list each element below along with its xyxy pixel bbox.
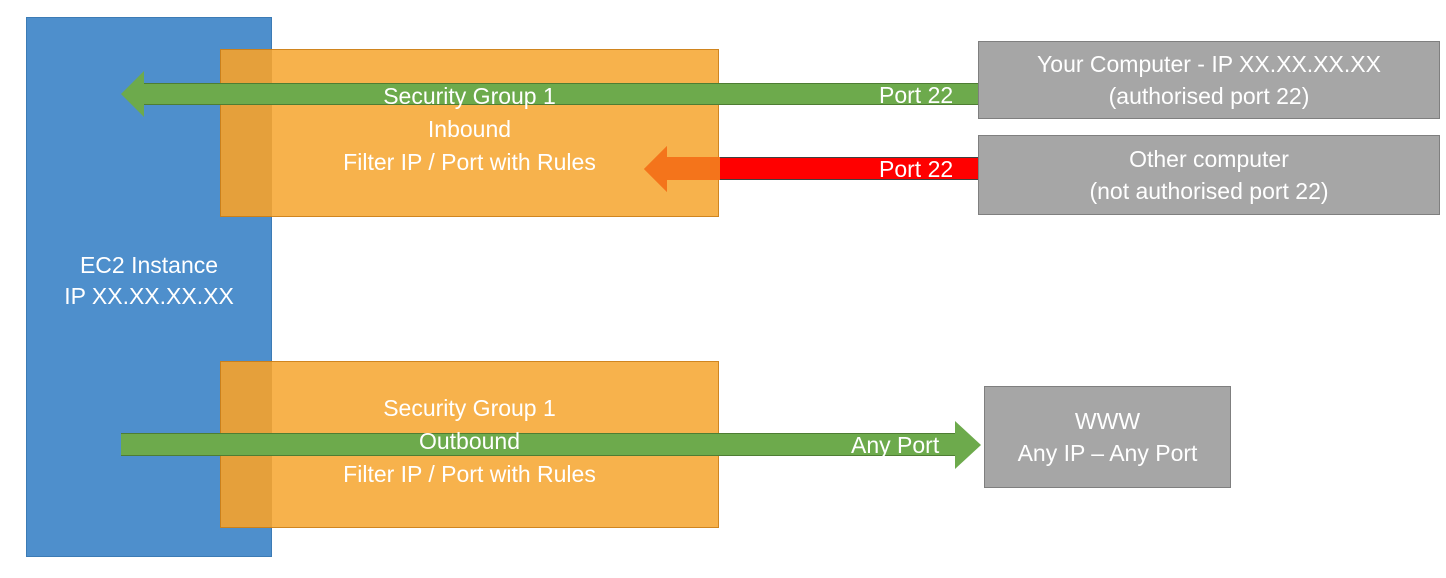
allowed-inbound-arrow-head <box>121 71 144 117</box>
endpoint-other-computer: Other computer (not authorised port 22) <box>978 135 1440 215</box>
endpoint-your-computer: Your Computer - IP XX.XX.XX.XX (authoris… <box>978 41 1440 119</box>
allowed-outbound-arrow-head <box>955 421 981 469</box>
security-group-inbound-box <box>220 49 719 217</box>
blocked-inbound-arrow-head-overlay <box>644 146 667 192</box>
endpoint-www: WWW Any IP – Any Port <box>984 386 1231 488</box>
allowed-inbound-arrow-shaft <box>144 83 978 105</box>
blocked-inbound-arrow-body-overlay <box>667 157 719 180</box>
allowed-outbound-arrow-shaft <box>121 433 956 456</box>
blocked-inbound-arrow-shaft <box>719 157 978 180</box>
ec2-instance-label: EC2 Instance IP XX.XX.XX.XX <box>64 252 234 309</box>
